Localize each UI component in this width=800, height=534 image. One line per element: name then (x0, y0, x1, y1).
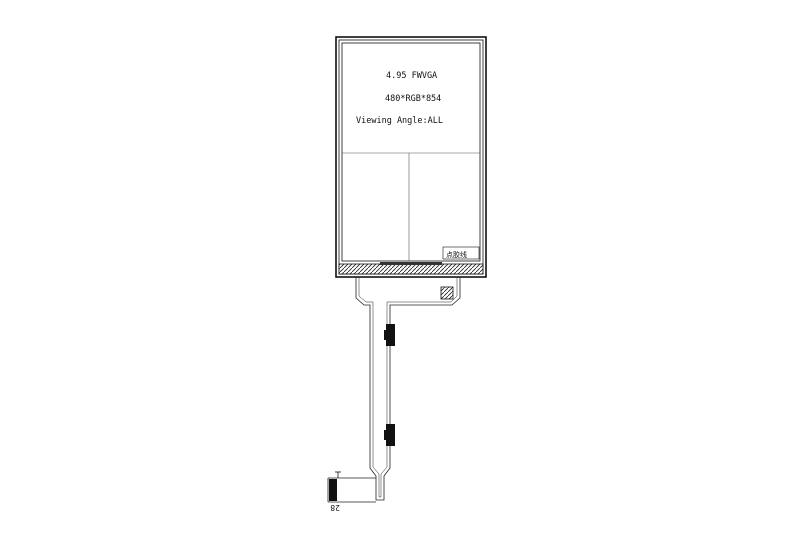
bonding-band (338, 262, 484, 275)
connector-contacts (329, 471, 341, 501)
panel-size-label: 4.95 FWVGA (386, 71, 437, 81)
connector-pin-label: 28 (330, 503, 340, 512)
fpc-cable (327, 277, 461, 503)
corner-tag-label: 点胶线 (446, 250, 467, 259)
fpc-black-component-lower (384, 424, 395, 446)
corner-tag: 点胶线 (442, 246, 480, 260)
viewing-angle-label: Viewing Angle:ALL (356, 116, 443, 126)
active-area-centerlines (342, 152, 480, 261)
fpc-black-component-upper (384, 324, 395, 346)
panel-resolution-label: 480*RGB*854 (385, 94, 441, 104)
fpc-component (440, 286, 454, 300)
